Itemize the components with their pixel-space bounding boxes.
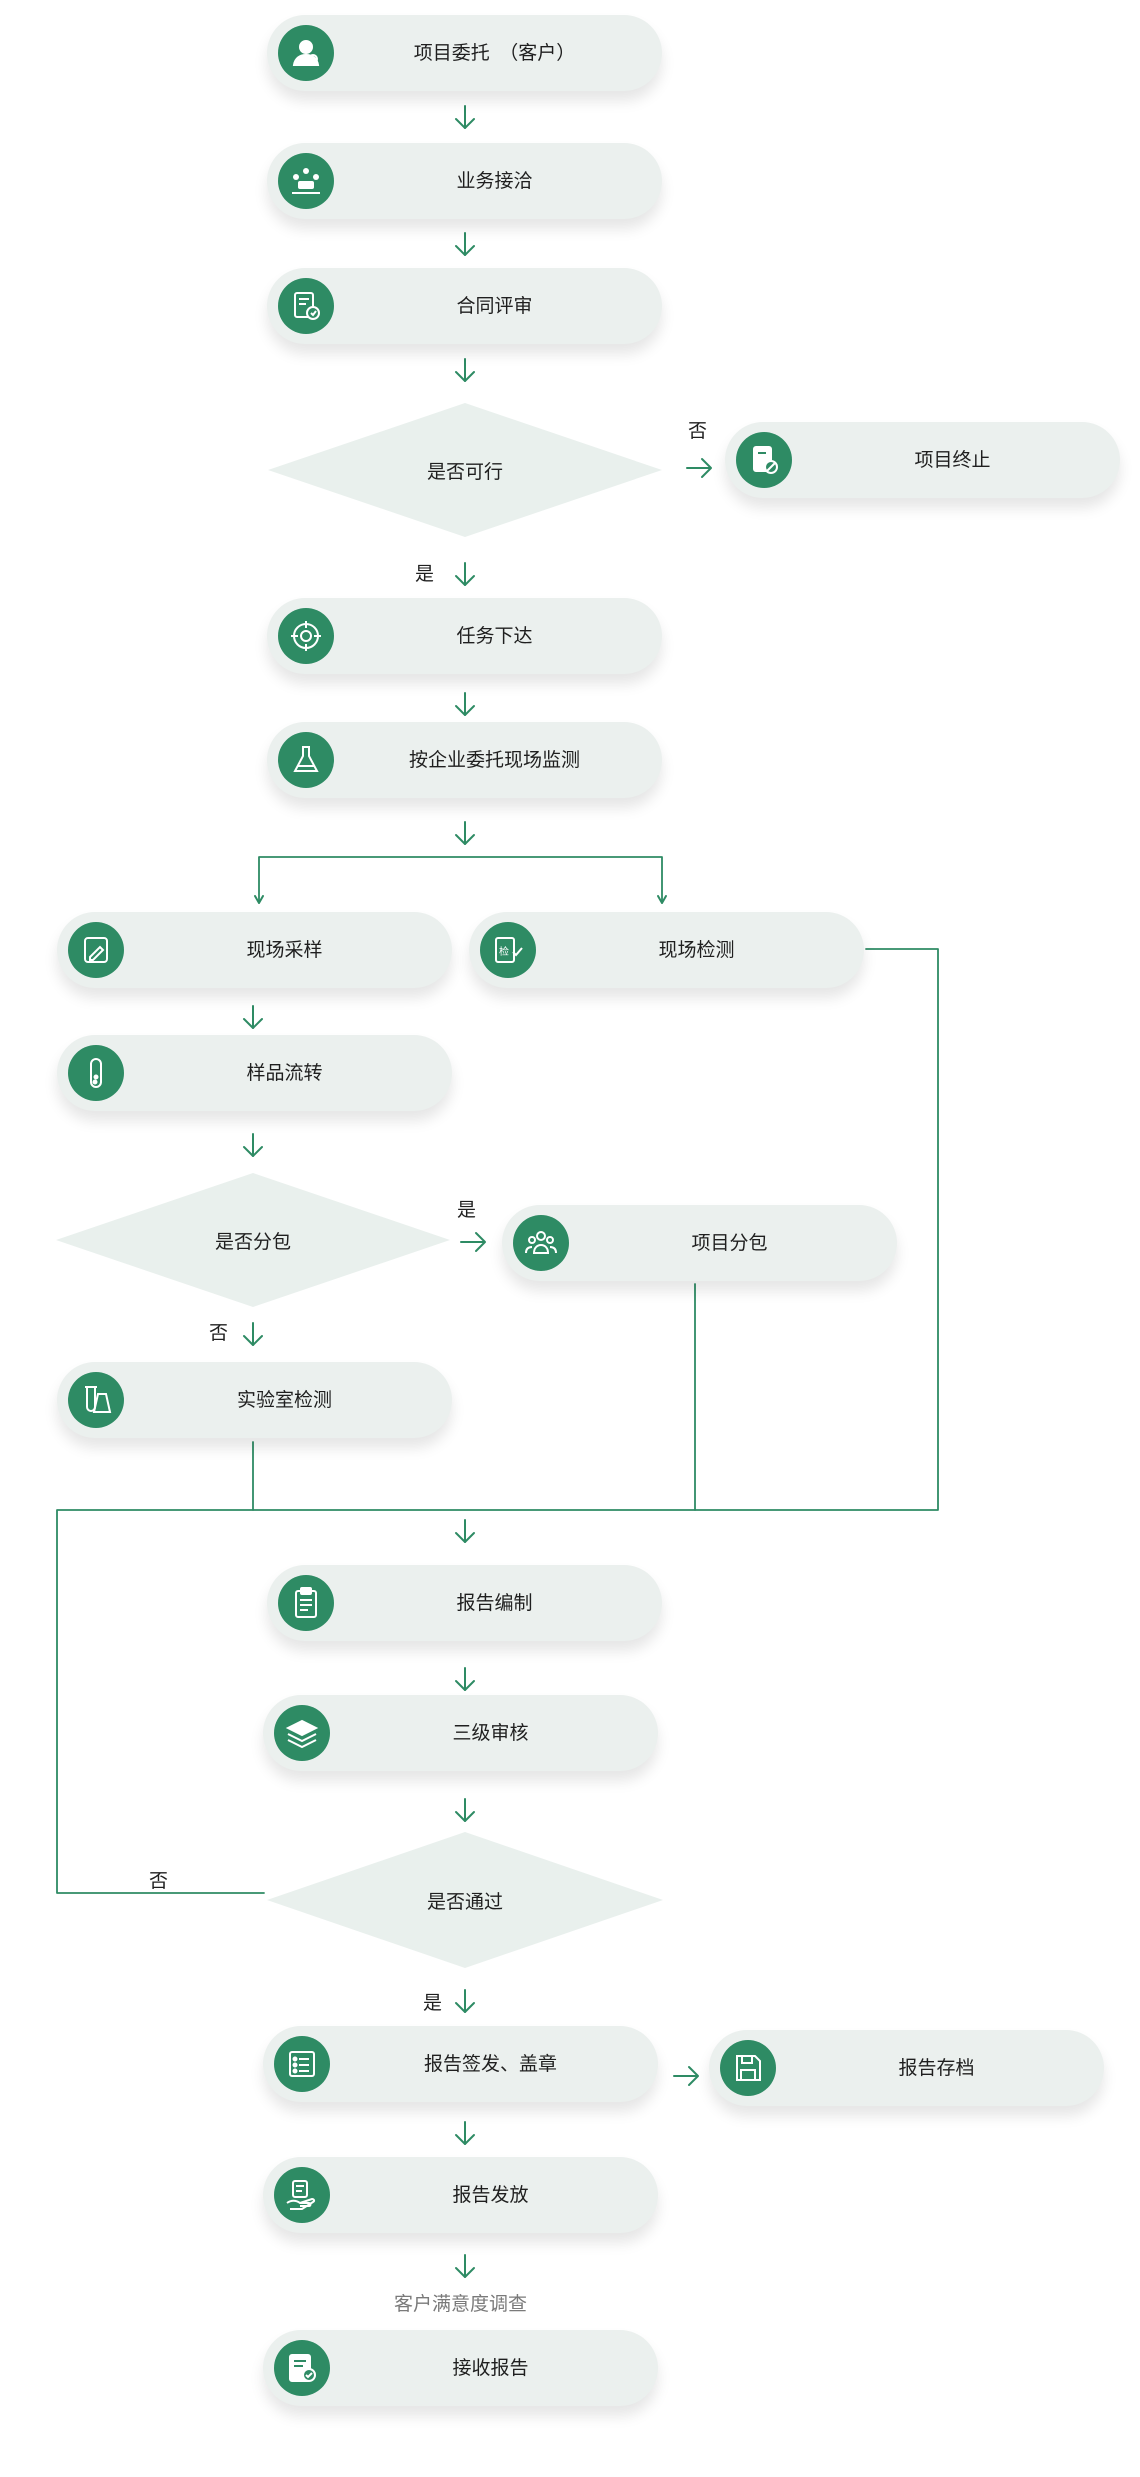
node-report-archive-label: 报告存档 [898, 2057, 975, 2079]
save-icon [720, 2040, 776, 2096]
arrow-down-5 [455, 692, 475, 716]
node-contract-review: 合同评审 [267, 268, 662, 344]
node-contract-review-label: 合同评审 [456, 295, 533, 317]
node-lab-testing: 实验室检测 [57, 1362, 452, 1438]
edge-label-yes-task: 是 [415, 563, 435, 585]
node-report-compile-label: 报告编制 [456, 1592, 533, 1614]
node-report-archive: 报告存档 [709, 2030, 1104, 2106]
split-connector [254, 856, 667, 904]
node-report-sign-label: 报告签发、盖章 [423, 2053, 557, 2075]
node-sample-flow: 样品流转 [57, 1035, 452, 1111]
arrow-down-10 [455, 1519, 475, 1543]
survey-note: 客户满意度调查 [394, 2293, 528, 2315]
diamond-subcontract [56, 1173, 450, 1307]
node-task-issue-label: 任务下达 [456, 625, 533, 647]
node-onsite-testing: 检 现场检测 [469, 912, 864, 988]
contract-review-icon [278, 278, 334, 334]
node-onsite-monitor: 按企业委托现场监测 [267, 722, 662, 798]
arrow-down-1 [455, 105, 475, 129]
user-icon [278, 25, 334, 81]
node-subcontract: 项目分包 [502, 1205, 897, 1281]
arrow-right-terminate [686, 458, 712, 478]
arrow-down-8 [243, 1133, 263, 1157]
decision-subcontract-label: 是否分包 [214, 1231, 291, 1253]
decision-pass-label: 是否通过 [426, 1891, 503, 1913]
node-terminate-label: 项目终止 [914, 449, 991, 471]
node-report-receive-label: 接收报告 [452, 2357, 529, 2379]
node-onsite-sampling: 现场采样 [57, 912, 452, 988]
report-list-icon [274, 2036, 330, 2092]
inspection-icon: 检 [480, 922, 536, 978]
node-task-issue: 任务下达 [267, 598, 662, 674]
edge-label-no-lab: 否 [209, 1322, 229, 1344]
arrow-down-6 [455, 821, 475, 845]
arrow-down-15 [455, 2254, 475, 2278]
diamond-pass [267, 1832, 663, 1968]
arrow-down-4 [455, 562, 475, 586]
flask-icon [278, 732, 334, 788]
lab-icon [68, 1372, 124, 1428]
node-entrust-label: 项目委托 （客户） [413, 42, 576, 64]
arrow-down-3 [455, 358, 475, 382]
sampling-icon [68, 922, 124, 978]
document-check-icon [274, 2340, 330, 2396]
node-three-level-review: 三级审核 [263, 1695, 658, 1771]
node-contact: 业务接洽 [267, 143, 662, 219]
hand-document-icon [274, 2167, 330, 2223]
node-terminate: 项目终止 [725, 422, 1120, 498]
arrow-down-9 [243, 1322, 263, 1346]
clipboard-icon [278, 1575, 334, 1631]
arrow-down-2 [455, 232, 475, 256]
node-contact-label: 业务接洽 [456, 170, 533, 192]
edge-label-yes-subcontract: 是 [457, 1199, 477, 1221]
node-report-issue: 报告发放 [263, 2157, 658, 2233]
arrow-down-12 [455, 1798, 475, 1822]
decision-feasible-label: 是否可行 [426, 461, 503, 483]
node-three-level-review-label: 三级审核 [452, 1722, 529, 1744]
team-icon [513, 1215, 569, 1271]
arrow-down-7 [243, 1005, 263, 1029]
svg-text:检: 检 [499, 945, 509, 958]
node-subcontract-label: 项目分包 [691, 1232, 768, 1254]
diamond-feasible [268, 403, 662, 537]
node-sample-flow-label: 样品流转 [246, 1062, 323, 1084]
edge-label-no-terminate: 否 [688, 420, 708, 442]
node-onsite-testing-label: 现场检测 [658, 939, 735, 961]
edge-label-yes-sign: 是 [423, 1992, 443, 2014]
arrow-down-11 [455, 1667, 475, 1691]
edge-label-no-back: 否 [149, 1870, 169, 1892]
arrow-right-archive [673, 2066, 699, 2086]
arrow-down-13 [455, 1989, 475, 2013]
layers-icon [274, 1705, 330, 1761]
arrow-down-14 [455, 2121, 475, 2145]
node-onsite-sampling-label: 现场采样 [246, 939, 323, 961]
node-report-receive: 接收报告 [263, 2330, 658, 2406]
node-report-compile: 报告编制 [267, 1565, 662, 1641]
arrow-right-subcontract [460, 1232, 486, 1252]
target-icon [278, 608, 334, 664]
merge-connector [56, 948, 939, 1894]
terminate-icon [736, 432, 792, 488]
meeting-icon [278, 153, 334, 209]
node-lab-testing-label: 实验室检测 [236, 1389, 332, 1411]
node-entrust: 项目委托 （客户） [267, 15, 662, 91]
node-report-issue-label: 报告发放 [452, 2184, 529, 2206]
node-report-sign: 报告签发、盖章 [263, 2026, 658, 2102]
test-tube-icon [68, 1045, 124, 1101]
node-onsite-monitor-label: 按企业委托现场监测 [408, 749, 580, 771]
